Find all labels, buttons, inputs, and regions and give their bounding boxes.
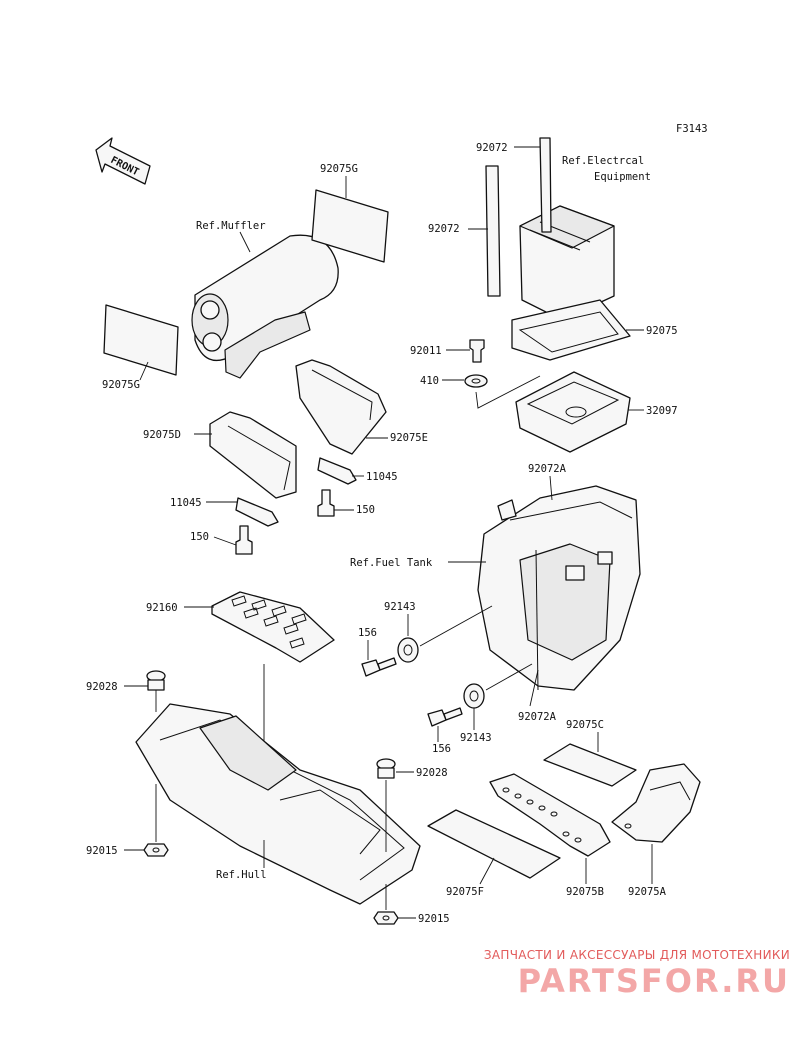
label-11045-left: 11045 xyxy=(170,497,202,509)
label-92143-bottom: 92143 xyxy=(460,732,492,744)
bracket-92075e xyxy=(295,359,387,455)
label-92075c: 92075C xyxy=(566,719,604,731)
grommet-92143-top xyxy=(397,637,419,663)
nut-92015-left xyxy=(143,843,169,857)
ref-electrical-label-2: Equipment xyxy=(594,171,651,183)
clamp-11045-left xyxy=(235,497,279,527)
washer-410 xyxy=(464,374,488,388)
label-156-top: 156 xyxy=(358,627,377,639)
label-92028-right: 92028 xyxy=(416,767,448,779)
ref-fuel-tank-label: Ref.Fuel Tank xyxy=(350,557,433,569)
ref-muffler-label: Ref.Muffler xyxy=(196,220,266,232)
plug-92028-right xyxy=(376,758,396,779)
label-156-bottom: 156 xyxy=(432,743,451,755)
label-32097: 32097 xyxy=(646,405,678,417)
label-92075: 92075 xyxy=(646,325,678,337)
nut-92015-bottom xyxy=(373,911,399,925)
label-92072-left: 92072 xyxy=(428,223,460,235)
label-150-left: 150 xyxy=(190,531,209,543)
label-92028-left: 92028 xyxy=(86,681,118,693)
fuel-tank xyxy=(477,485,641,691)
bracket-92075a xyxy=(611,763,701,843)
hull xyxy=(135,703,421,905)
label-92075g-top: 92075G xyxy=(320,163,358,175)
bracket-92075d xyxy=(209,411,297,499)
watermark: ЗАПЧАСТИ И АКСЕССУАРЫ ДЛЯ МОТОТЕХНИКИ PA… xyxy=(470,948,790,1000)
label-150-right: 150 xyxy=(356,504,375,516)
pad-92075 xyxy=(511,299,631,361)
bolt-156-bottom xyxy=(427,707,463,727)
label-410: 410 xyxy=(420,375,439,387)
grommet-92143-bottom xyxy=(463,683,485,709)
pad-92075g-left xyxy=(103,304,179,376)
label-92075f: 92075F xyxy=(446,886,484,898)
pad-92075f xyxy=(427,809,561,879)
label-92015-bottom: 92015 xyxy=(418,913,450,925)
pad-92075g-top xyxy=(311,189,389,263)
label-92011: 92011 xyxy=(410,345,442,357)
label-11045-right: 11045 xyxy=(366,471,398,483)
bolt-150-right xyxy=(317,489,335,517)
label-92072-top: 92072 xyxy=(476,142,508,154)
ref-electrical-label: Ref.Electrcal xyxy=(562,155,644,167)
ref-hull-label: Ref.Hull xyxy=(216,869,267,881)
figure-code: F3143 xyxy=(676,123,708,135)
label-92075b: 92075B xyxy=(566,886,604,898)
label-92075a: 92075A xyxy=(628,886,667,898)
watermark-tagline: ЗАПЧАСТИ И АКСЕССУАРЫ ДЛЯ МОТОТЕХНИКИ xyxy=(483,948,790,962)
plug-92028-left xyxy=(146,670,166,691)
label-92075g-left: 92075G xyxy=(102,379,140,391)
label-92143-top: 92143 xyxy=(384,601,416,613)
bolt-92011 xyxy=(469,339,485,363)
label-92075d: 92075D xyxy=(143,429,181,441)
strap-92072-left xyxy=(485,165,501,297)
muffler-body xyxy=(191,234,339,379)
bolt-150-left xyxy=(235,525,253,555)
watermark-logo: PARTSFOR.RU xyxy=(517,962,790,1000)
label-92072a-bottom: 92072A xyxy=(518,711,557,723)
mat-92160 xyxy=(211,591,335,663)
front-arrow-icon: FRONT xyxy=(95,137,151,185)
clamp-11045-right xyxy=(317,457,357,485)
label-92072a-top: 92072A xyxy=(528,463,567,475)
pad-92075c xyxy=(543,743,637,787)
plate-92075b xyxy=(489,773,611,857)
label-92015-left: 92015 xyxy=(86,845,118,857)
battery-case-32097 xyxy=(515,371,631,453)
label-92075e: 92075E xyxy=(390,432,428,444)
bolt-156-top xyxy=(361,657,397,677)
strap-92072-top xyxy=(539,137,552,233)
label-92160: 92160 xyxy=(146,602,178,614)
